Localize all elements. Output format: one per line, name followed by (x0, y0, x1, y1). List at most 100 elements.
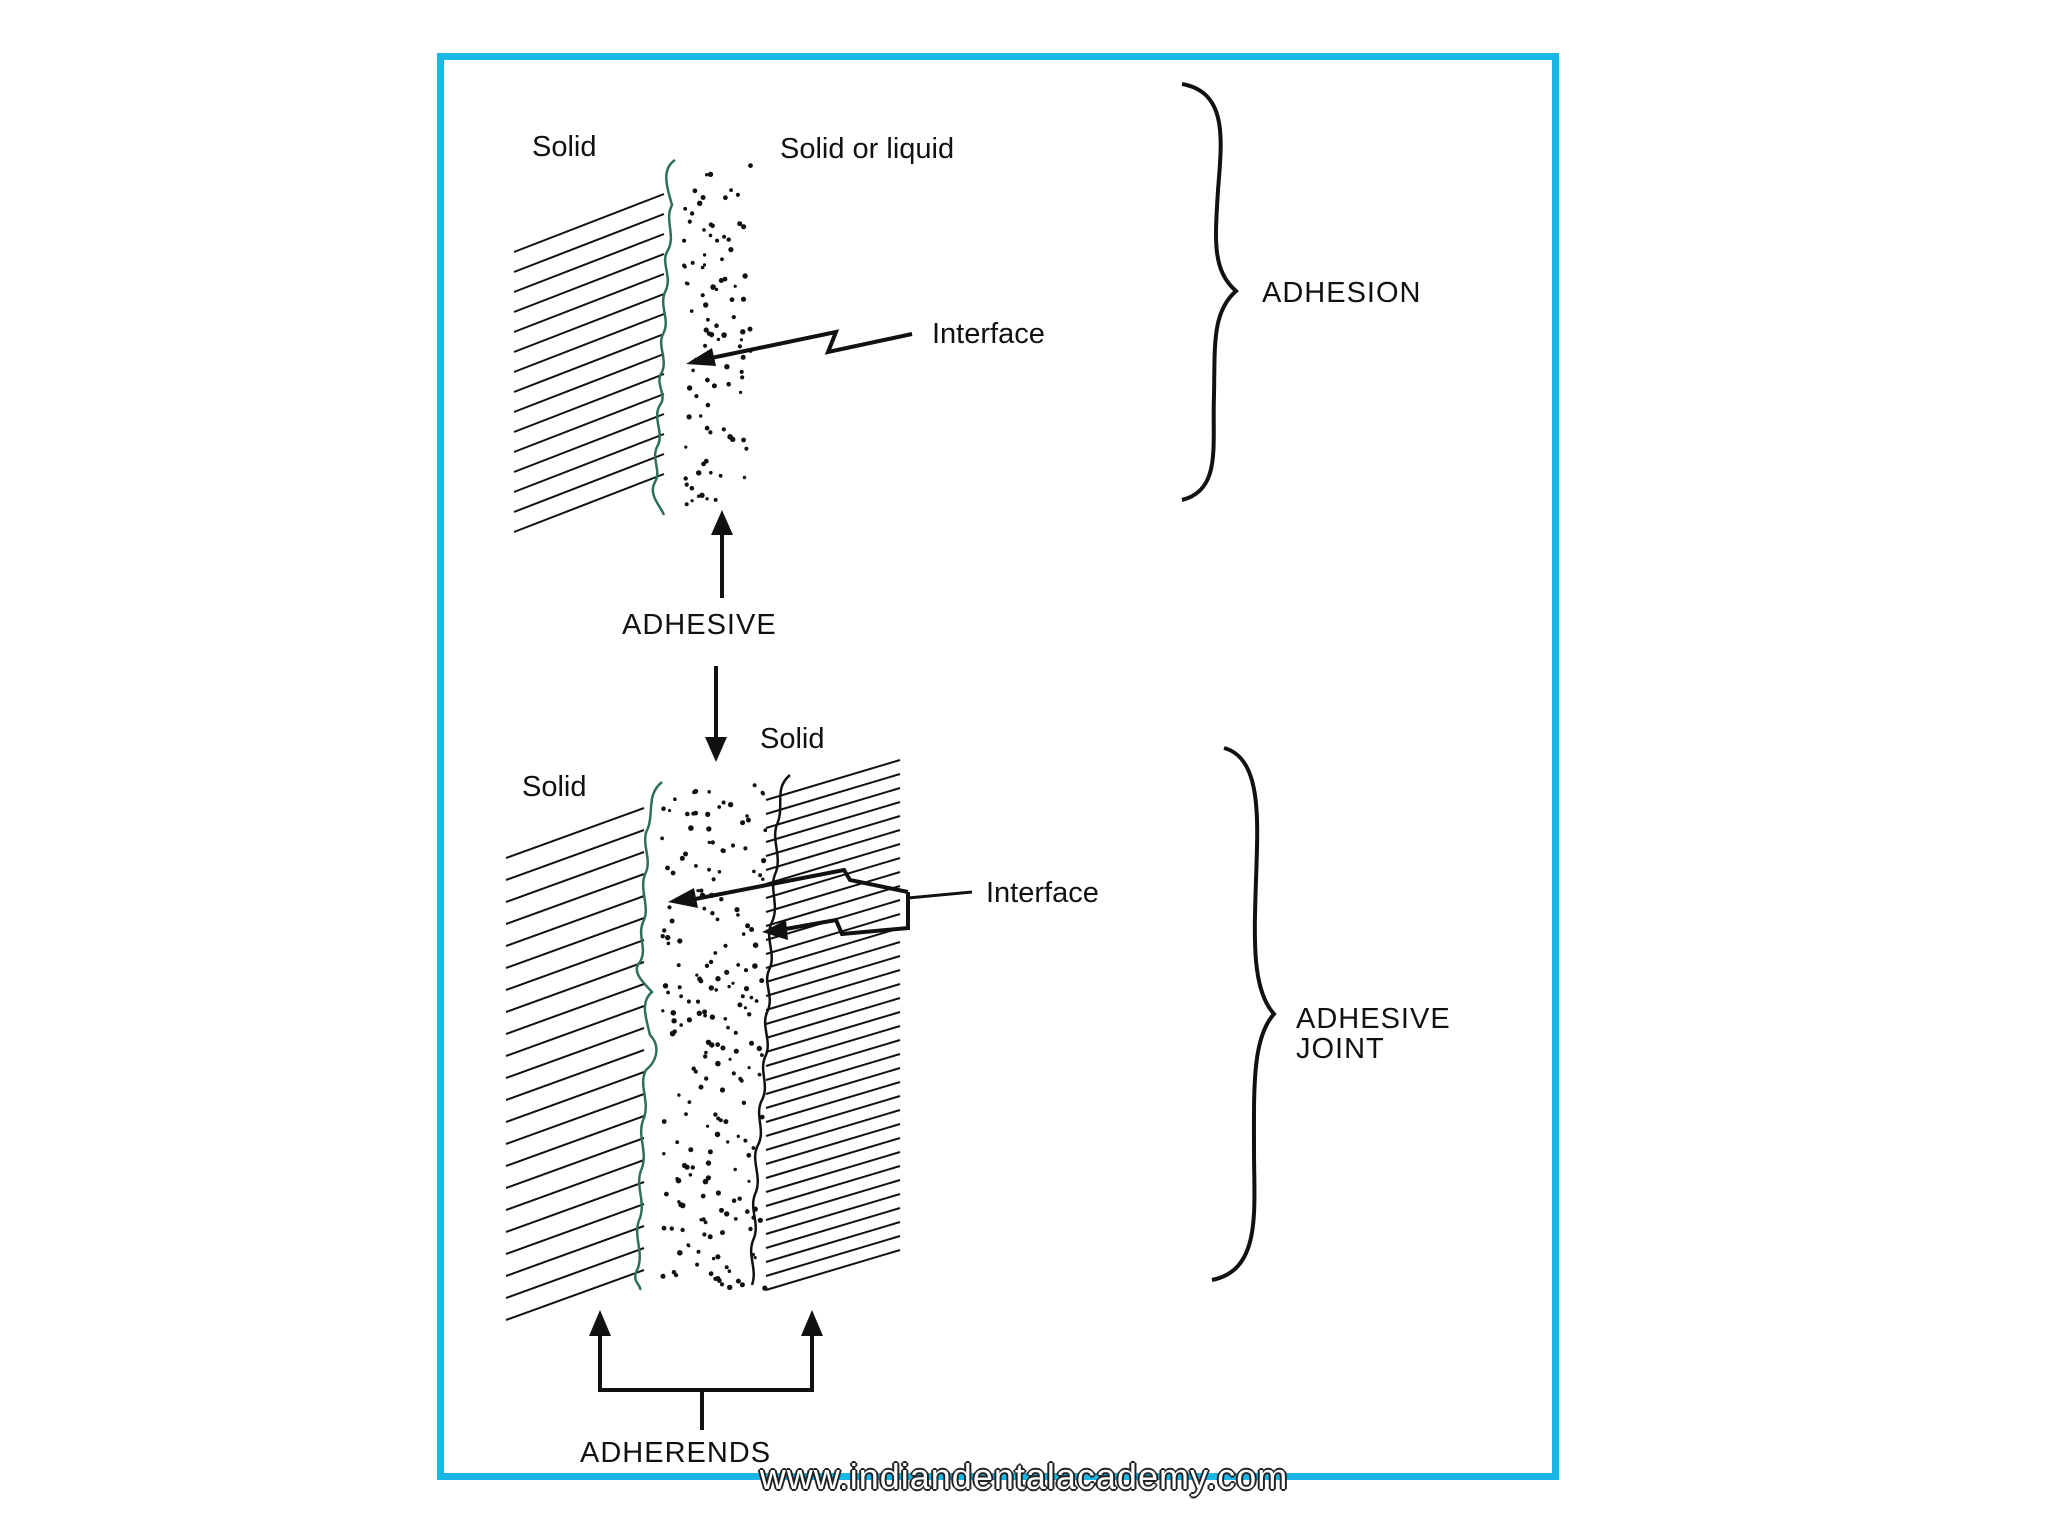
adhesive-dot (700, 265, 705, 270)
adhesive-dot (710, 840, 715, 845)
hatch-line (513, 293, 665, 353)
adhesive-dot (692, 188, 698, 194)
hatch-line (765, 1151, 901, 1193)
hatch-line (505, 1225, 645, 1277)
hatch-line (513, 433, 665, 493)
adhesive-dot (690, 260, 695, 265)
adhesive-dot (723, 1017, 728, 1021)
bottom-interface-arrow-lower (779, 892, 910, 937)
adhesive-dot (751, 1252, 755, 1257)
adhesive-dot (757, 1072, 762, 1077)
adhesive-dot (686, 1017, 693, 1023)
hatch-line (765, 1165, 901, 1207)
hatch-line (765, 1011, 901, 1053)
adhesive-dot (715, 1254, 721, 1260)
adhesive-dot (737, 1002, 743, 1008)
adhesive-dot (752, 942, 759, 948)
adhesive-dot (695, 973, 699, 977)
adhesive-dot (734, 907, 740, 913)
adhesive-dot (662, 983, 669, 989)
adhesive-dot (741, 224, 747, 230)
adhesive-dot (699, 414, 703, 418)
adhesive-dot (705, 1175, 712, 1181)
hatch-line (513, 353, 665, 413)
adhesive-dot (738, 1076, 743, 1081)
adhesive-dot (695, 1262, 700, 1267)
adhesive-dot (709, 470, 713, 475)
adhesive-dot (737, 221, 743, 227)
adhesive-dot (700, 1193, 706, 1199)
adhesive-dot (728, 1057, 732, 1061)
hatch-line (505, 851, 645, 903)
adhesive-dot (733, 1030, 738, 1035)
hatch-line (765, 815, 901, 857)
adhesive-dot (703, 458, 709, 464)
hatch-line (505, 873, 645, 925)
adhesive-dot (727, 984, 731, 989)
adhesive-dot (752, 783, 757, 788)
adhesive-dot (739, 1282, 745, 1288)
adhesive-dot (682, 263, 687, 268)
adhesive-dot (710, 284, 716, 290)
adhesive-dot (690, 499, 694, 503)
adhesive-dot (705, 173, 709, 177)
adhesive-dot (696, 1249, 701, 1254)
top-interface-label: Interface (932, 318, 1045, 350)
adhesive-dot (668, 808, 672, 813)
adhesive-dot (677, 938, 683, 944)
adhesive-dot (703, 343, 708, 348)
adhesive-dot (711, 383, 717, 389)
adhesive-dot (664, 1191, 669, 1197)
adhesive-dot (733, 1167, 737, 1172)
adhesive-dot (705, 497, 709, 501)
adhesive-dot (737, 344, 743, 349)
adhesive-dot (686, 999, 692, 1004)
adhesive-dot (741, 1100, 747, 1106)
hatch-line (765, 1081, 901, 1123)
adhesive-dot (731, 1071, 736, 1076)
hatch-line (505, 1027, 645, 1079)
adhesive-dot (707, 1234, 713, 1240)
adhesive-dot (733, 1217, 738, 1221)
adhesive-dot (757, 1217, 763, 1223)
adhesive-dot (671, 1018, 677, 1024)
adhesive-dot (697, 976, 703, 982)
hatch-line (765, 1235, 901, 1277)
adhesive-dot (724, 364, 730, 370)
adhesive-dot (662, 928, 667, 933)
adhesive-dot (719, 1087, 726, 1093)
adhesive-dot (689, 309, 694, 313)
adhesive-dot (715, 1190, 722, 1196)
adhesive-dot (691, 368, 695, 373)
adherends-label: ADHERENDS (580, 1437, 771, 1469)
adhesive-dot (703, 327, 709, 333)
adhesive-dot (748, 1226, 753, 1232)
adhesive-dot (739, 369, 744, 374)
adhesive-dot (720, 1230, 725, 1236)
adhesive-dot (676, 963, 681, 968)
adhesive-dot (700, 293, 705, 298)
adhesive-dot (740, 375, 745, 380)
adhesive-dot (727, 434, 733, 440)
adhesive-dot (745, 817, 751, 823)
adhesive-dot (661, 1225, 667, 1231)
adhesive-dot (709, 1014, 716, 1020)
hatch-line (505, 1071, 645, 1123)
adhesive-dot (672, 1029, 677, 1034)
adhesive-dot (717, 870, 722, 874)
adhesive-dot (742, 273, 748, 279)
hatch-line (765, 1193, 901, 1235)
adhesive-dot (736, 1134, 740, 1139)
adhesive-dot (718, 278, 724, 283)
adhesive-dot (696, 889, 700, 893)
hatch-line (765, 927, 901, 969)
adhesive-dot (665, 865, 670, 871)
adhesive-joint-bracket (1211, 746, 1277, 1282)
adhesive-dot (715, 976, 721, 982)
adhesive-dot (724, 1265, 729, 1270)
adhesive-dot (694, 394, 699, 399)
hatch-line (765, 1221, 901, 1263)
adhesive-dot (702, 1232, 707, 1237)
adhesive-dot (723, 1119, 729, 1125)
